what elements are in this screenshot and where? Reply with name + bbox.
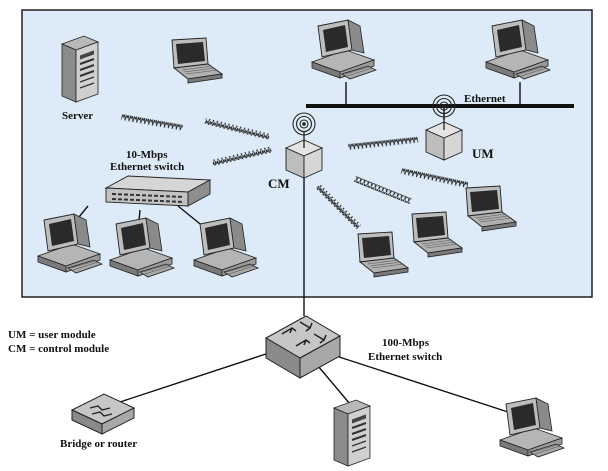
- ethernet-switch-10mbps-icon: [104, 175, 212, 207]
- cm-label: CM: [268, 176, 290, 191]
- server-icon: [61, 35, 99, 103]
- legend-cm: CM = control module: [8, 343, 109, 355]
- wireless-links: [120, 114, 469, 230]
- bridge-router-icon: [70, 393, 136, 435]
- legend-um: UM = user module: [8, 329, 96, 341]
- switch-10mbps-label-line2: Ethernet switch: [110, 161, 184, 173]
- desktop-computer-icon: [499, 397, 565, 458]
- ethernet-switch-100mbps-icon: [264, 315, 342, 379]
- switch-100mbps-label-line2: Ethernet switch: [368, 351, 442, 363]
- switch-100mbps-label: 100-Mbps: [382, 337, 430, 349]
- ethernet-label: Ethernet: [464, 93, 506, 105]
- bridge-router-label: Bridge or router: [60, 438, 137, 450]
- um-label: UM: [472, 146, 494, 161]
- server-icon: [333, 399, 371, 467]
- switch-10mbps-label: 10-Mbps: [126, 149, 168, 161]
- server-label: Server: [62, 110, 93, 122]
